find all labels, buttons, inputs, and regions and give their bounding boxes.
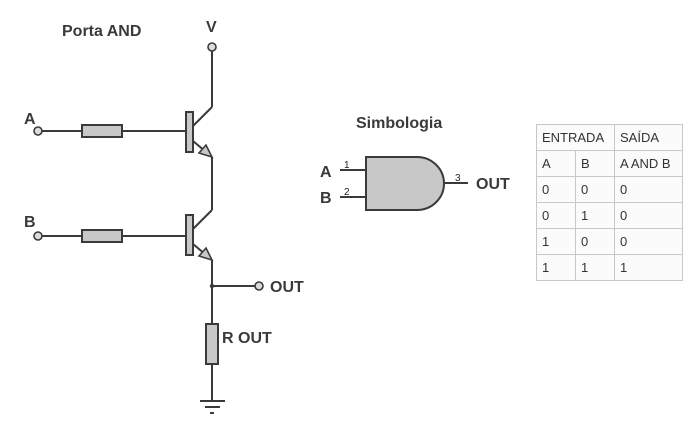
load-resistor-label: R OUT [222, 330, 272, 347]
q2-collector [192, 209, 213, 230]
input-b-terminal [33, 231, 43, 241]
transistor-q2 [185, 209, 214, 262]
cell-output: 0 [614, 202, 683, 229]
transistor-q1 [185, 106, 214, 159]
output-terminal [254, 281, 264, 291]
supply-label: V [206, 19, 217, 36]
column-header-a: A [536, 150, 576, 177]
group-header-input: ENTRADA [536, 124, 615, 151]
q2-emitter-arrow-icon [197, 246, 214, 262]
cell-output: 1 [614, 254, 683, 281]
cell-b: 1 [575, 254, 615, 281]
cell-a: 0 [536, 176, 576, 203]
truth-table-group-header: ENTRADA SAÍDA [536, 124, 683, 151]
symbol-pin-2: 2 [344, 187, 350, 198]
symbol-input-a-label: A [320, 164, 332, 181]
cell-b: 0 [575, 176, 615, 203]
cell-output: 0 [614, 228, 683, 255]
column-header-b: B [575, 150, 615, 177]
input-b-label: B [24, 214, 36, 231]
output-label: OUT [270, 279, 304, 296]
circuit-title: Porta AND [62, 23, 141, 40]
q2-base-bar [185, 214, 194, 256]
table-row: 0 0 0 [536, 176, 683, 203]
input-a-terminal [33, 126, 43, 136]
q1-collector [192, 106, 213, 127]
symbol-input-b-label: B [320, 190, 332, 207]
cell-output: 0 [614, 176, 683, 203]
ground-icon [200, 400, 225, 414]
table-row: 0 1 0 [536, 202, 683, 229]
symbol-pin-3: 3 [455, 173, 461, 184]
symbol-output-label: OUT [476, 176, 510, 193]
symbol-title: Simbologia [356, 115, 442, 132]
q1-emitter-arrow-icon [197, 143, 214, 159]
table-row: 1 0 0 [536, 228, 683, 255]
cell-a: 0 [536, 202, 576, 229]
cell-a: 1 [536, 228, 576, 255]
cell-b: 1 [575, 202, 615, 229]
symbol-pin-1: 1 [344, 160, 350, 171]
table-row: 1 1 1 [536, 254, 683, 281]
truth-table: ENTRADA SAÍDA A B A AND B 0 0 0 0 1 0 1 … [536, 124, 683, 281]
q1-base-bar [185, 111, 194, 153]
group-header-output: SAÍDA [614, 124, 683, 151]
base-resistor-a [81, 124, 123, 138]
cell-a: 1 [536, 254, 576, 281]
supply-terminal [207, 42, 217, 52]
input-a-label: A [24, 111, 36, 128]
column-header-output: A AND B [614, 150, 683, 177]
truth-table-column-header: A B A AND B [536, 150, 683, 177]
and-gate-symbol-icon [365, 156, 445, 211]
cell-b: 0 [575, 228, 615, 255]
base-resistor-b [81, 229, 123, 243]
load-resistor [205, 323, 219, 365]
